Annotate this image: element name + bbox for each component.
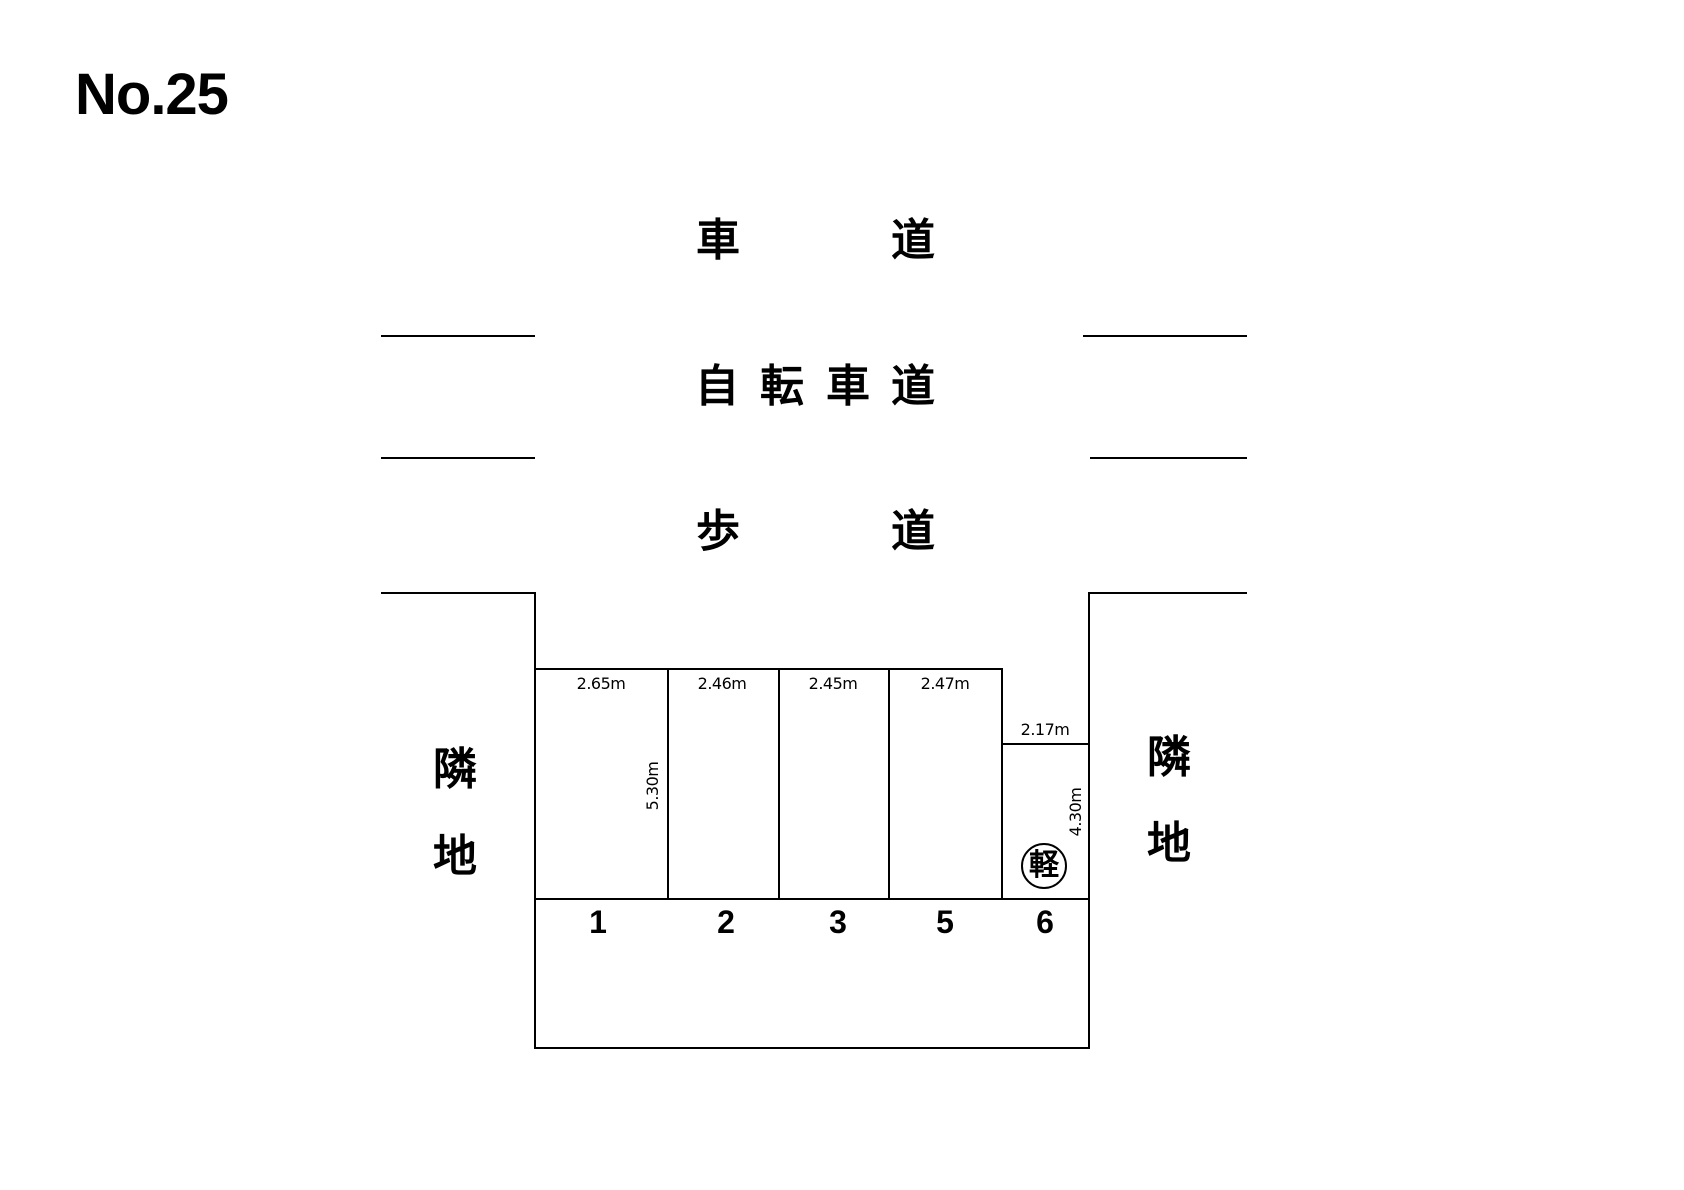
stall-3-width: 2.45m: [808, 674, 858, 693]
stall-divider-1-2: [667, 668, 669, 899]
stall-number-1: 1: [589, 904, 607, 940]
road-line-right-upper: [1083, 335, 1247, 337]
sidewalk-edge-left: [381, 592, 536, 594]
stalls-top-line: [534, 668, 1002, 670]
road-line-left-upper: [381, 335, 535, 337]
stall-number-3: 3: [829, 904, 847, 940]
stall-1-depth: 5.30m: [643, 761, 662, 811]
lot-bottom-wall: [534, 1047, 1090, 1049]
right-neighbor-label-char-2: 地: [1147, 818, 1191, 869]
sidewalk-label-char-1: 歩: [696, 506, 740, 557]
stall-2-width: 2.46m: [697, 674, 747, 693]
roadway-label-char-2: 道: [891, 215, 935, 266]
stall-6-width: 2.17m: [1020, 720, 1070, 739]
stall-divider-2-3: [778, 668, 780, 899]
road-line-left-lower: [381, 457, 535, 459]
bike-lane-label-char-4: 道: [891, 361, 935, 412]
stall-6-depth: 4.30m: [1066, 787, 1085, 837]
sidewalk-label-char-2: 道: [891, 506, 935, 557]
lot-right-wall: [1088, 592, 1090, 1049]
lot-number-title: No.25: [75, 62, 229, 127]
left-neighbor-label-char-1: 隣: [433, 744, 477, 795]
kei-car-badge-icon: 軽: [1021, 843, 1067, 889]
stall-number-2: 2: [717, 904, 735, 940]
stall-1-width: 2.65m: [576, 674, 626, 693]
sidewalk-edge-right: [1088, 592, 1247, 594]
lot-left-wall: [534, 592, 536, 1049]
stall-5-width: 2.47m: [920, 674, 970, 693]
stall-divider-5-6: [1001, 668, 1003, 899]
stall-divider-3-5: [888, 668, 890, 899]
stalls-bottom-line: [534, 898, 1090, 900]
left-neighbor-label-char-2: 地: [433, 831, 477, 882]
bike-lane-label-char-3: 車: [826, 361, 870, 412]
stall-number-6: 6: [1036, 904, 1054, 940]
stall-number-5: 5: [936, 904, 954, 940]
roadway-label-char-1: 車: [696, 215, 740, 266]
bike-lane-label-char-1: 自: [695, 361, 739, 412]
bike-lane-label-char-2: 転: [760, 361, 804, 412]
road-line-right-lower: [1090, 457, 1247, 459]
right-neighbor-label-char-1: 隣: [1147, 732, 1191, 783]
stall-6-top-line: [1001, 743, 1089, 745]
